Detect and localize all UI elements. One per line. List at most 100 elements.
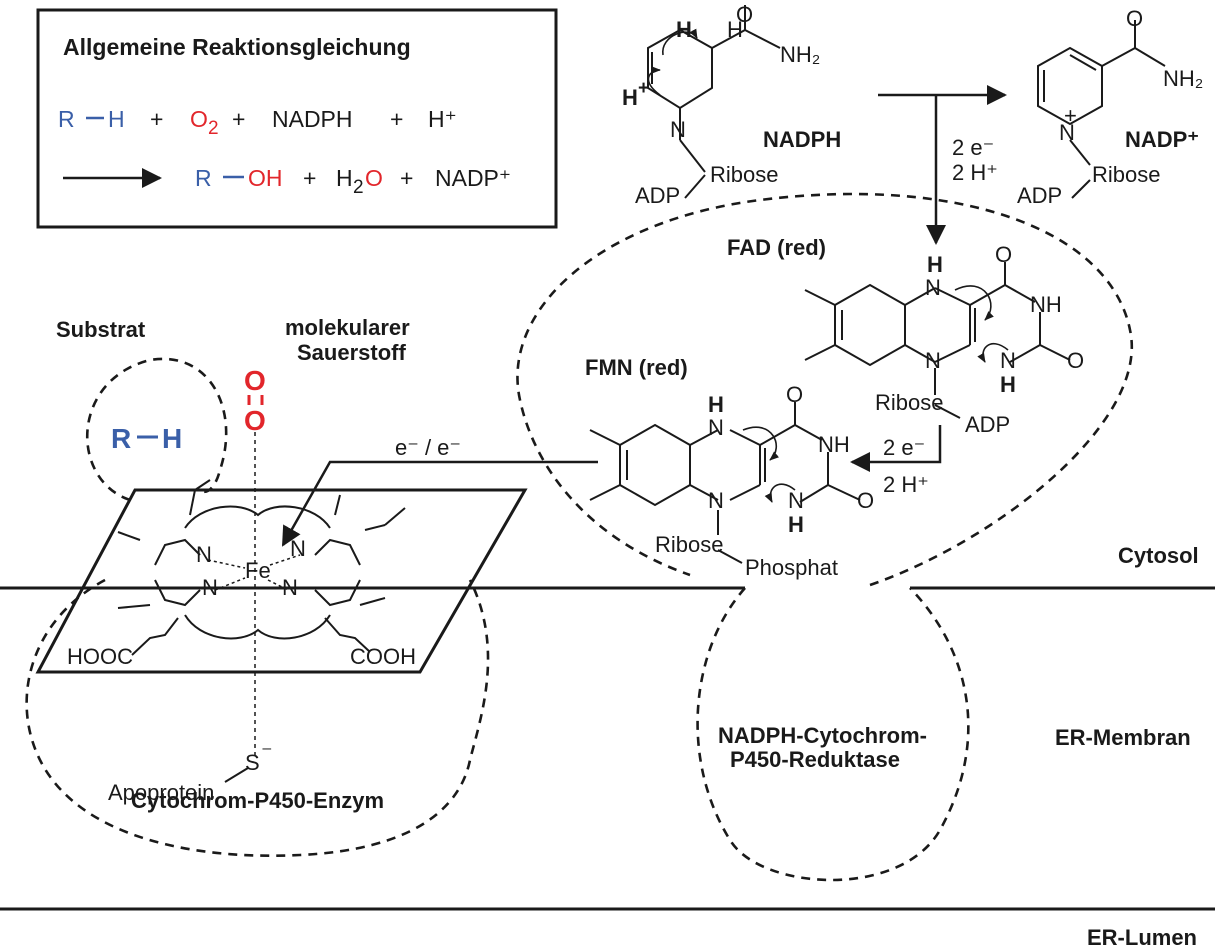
eq-nadph: NADPH [272, 106, 353, 132]
apoprotein-label: Apoprotein [108, 780, 214, 805]
eq-plus-3: + [390, 106, 403, 132]
fmn-bond-4 [729, 484, 761, 501]
nadp-ribose-bond [1069, 139, 1091, 166]
label-er-membran: ER-Membran [1055, 725, 1191, 750]
fad-bond-1 [904, 287, 936, 306]
arrow-fad-fmn [850, 425, 942, 472]
equation-title: Allgemeine Reaktionsgleichung [63, 34, 411, 60]
fad-o2: O [1067, 348, 1084, 373]
nadp-ribose: Ribose [1092, 162, 1160, 187]
arrow-fmn-fe [281, 460, 598, 547]
fmn-h-bottom: H [788, 512, 804, 537]
heme-n4: N [282, 575, 298, 600]
fad-methyl-1 [804, 289, 836, 306]
eq-plus-1: + [150, 106, 163, 132]
transfer-e-single: e⁻ / e⁻ [395, 435, 461, 460]
eq-h: H [108, 106, 125, 132]
heme-s: S [245, 750, 260, 775]
fmn-co-2 [827, 484, 861, 501]
label-substrat: Substrat [56, 317, 146, 342]
nadp-o: O [1126, 6, 1143, 31]
eq-r-product: R [195, 165, 212, 191]
heme-vinyl-1b [194, 479, 211, 491]
heme-methyl-top [334, 494, 341, 516]
nadph-adp: ADP [635, 183, 680, 208]
fmn-n3: N [788, 488, 804, 513]
transfer-e-1: 2 e⁻ [952, 135, 994, 160]
fmn-methyl-2 [589, 484, 621, 501]
rh-h: H [162, 423, 182, 454]
fad-ribose-adp [934, 404, 961, 419]
eq-hplus: H⁺ [428, 106, 457, 132]
heme-methyl-bottom-left [117, 604, 151, 609]
rh-r: R [111, 423, 131, 454]
heme-bottom-arc [184, 614, 331, 640]
fmn-o2: O [857, 488, 874, 513]
heme-n3: N [202, 575, 218, 600]
fad-bond-3 [934, 287, 971, 306]
nadp-ring-double-2 [1069, 54, 1097, 71]
label-reduktase-1: NADPH-Cytochrom- [718, 723, 927, 748]
eq-plus-5: + [400, 165, 413, 191]
fad-co-2 [1039, 344, 1071, 361]
equation-box [36, 8, 558, 229]
transfer-e-2: 2 e⁻ [883, 435, 925, 460]
eq-o2-o: O [190, 106, 208, 132]
fmn-o1: O [786, 382, 803, 407]
h-plus-left-charge: + [638, 78, 649, 99]
label-er-lumen: ER-Lumen [1087, 925, 1197, 950]
transfer-h-2: 2 H⁺ [883, 472, 929, 497]
fmn-bond-7 [794, 424, 823, 441]
label-sauerstoff-1: molekularer [285, 315, 410, 340]
heme-fe-n2 [269, 554, 301, 566]
fmn-bond-9 [799, 484, 829, 503]
label-nadph: NADPH [763, 127, 841, 152]
fmn-nh: NH [818, 432, 850, 457]
eq-h2o-o: O [365, 165, 383, 191]
heme-methyl-left [117, 531, 141, 541]
heme-vinyl-2a [364, 524, 386, 531]
heme-right-lower [314, 579, 361, 607]
reductase-membrane-region [696, 587, 970, 882]
nadp-adp: ADP [1017, 183, 1062, 208]
nadph-cn [744, 29, 781, 49]
label-nadp: NADP⁺ [1125, 127, 1199, 152]
fmn-ribose-phosphat [717, 549, 743, 564]
fad-nh: NH [1030, 292, 1062, 317]
nadph-amide-bond [711, 29, 746, 49]
heme-n2: N [290, 536, 306, 561]
fmn-curly-arrow-2 [764, 483, 796, 503]
nadph-curly-arrow-1 [662, 28, 698, 56]
p450-enzyme-region [25, 578, 490, 857]
heme-molecule: N N N N Fe HOOC COOH [67, 479, 416, 669]
fmn-phosphat: Phosphat [745, 555, 838, 580]
label-sauerstoff-2: Sauerstoff [297, 340, 406, 365]
eq-oh-o: OH [248, 165, 283, 191]
eq-plus-2: + [232, 106, 245, 132]
heme-fe-n4 [267, 579, 289, 591]
fmn-molecule: H N O NH N N O H Ribose Phosphat [589, 382, 874, 580]
eq-h2o-h: H [336, 165, 353, 191]
eq-plus-4: + [303, 165, 316, 191]
fmn-ribose: Ribose [655, 532, 723, 557]
fad-ring-a [834, 283, 906, 367]
fad-bond-7 [1004, 284, 1036, 303]
nadp-adp-bond [1071, 179, 1091, 199]
heme-vinyl-1a [189, 489, 196, 516]
heme-cooh: COOH [350, 644, 416, 669]
nadph-adp-bond [684, 174, 706, 199]
fad-ribose: Ribose [875, 390, 943, 415]
nadp-nh2: NH₂ [1163, 66, 1203, 91]
o2-top-o: O [244, 365, 266, 396]
fmn-curly-arrow-1 [742, 426, 780, 461]
nadph-ribose-bond [679, 139, 706, 173]
fad-n3: N [1000, 348, 1016, 373]
h-plus-left: H [622, 85, 638, 110]
fad-molecule: H N O NH N N O H Ribose ADP [804, 242, 1084, 437]
heme-plane [35, 488, 528, 674]
fmn-bond-1 [689, 429, 719, 446]
nadp-n: N [1059, 120, 1075, 145]
apoprotein-bond [224, 767, 249, 783]
eq-nadp: NADP⁺ [435, 165, 511, 191]
